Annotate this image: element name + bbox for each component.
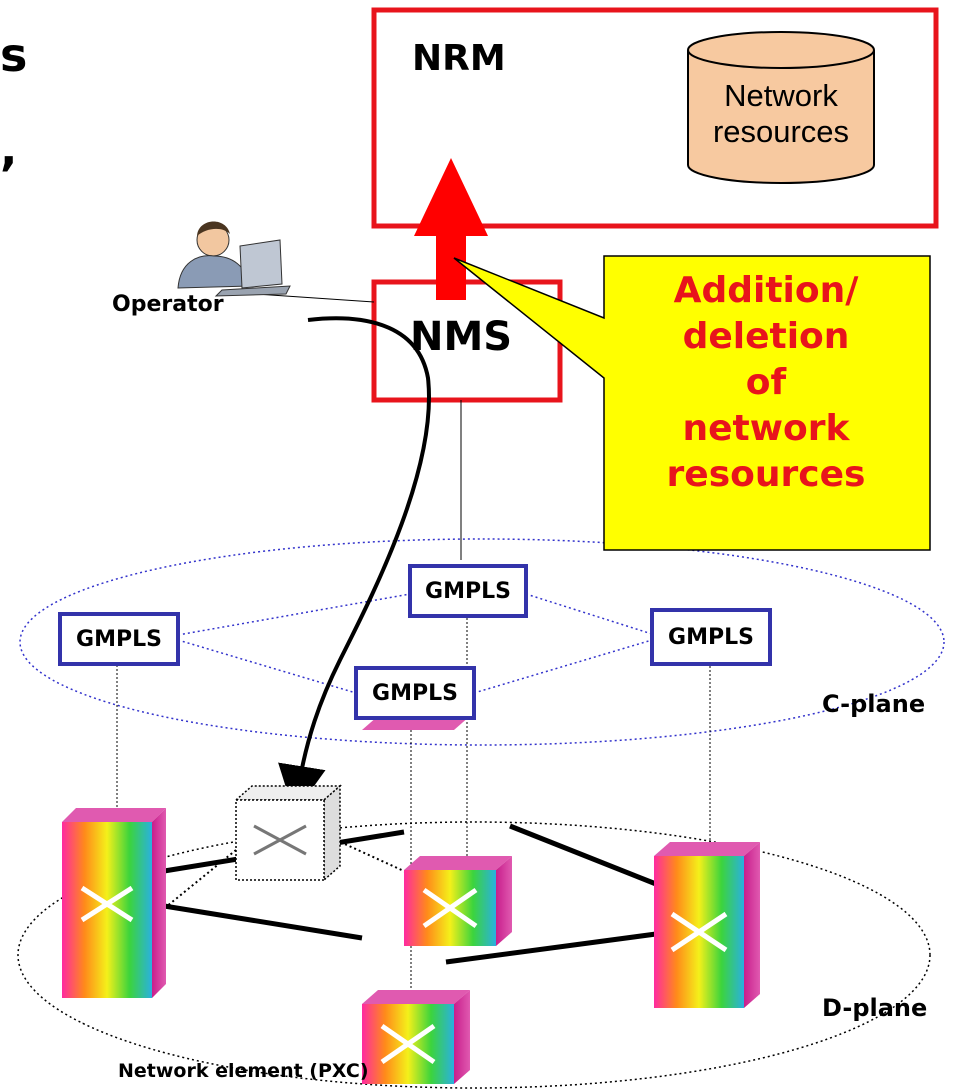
pxc-switch-right	[654, 842, 760, 1008]
gmpls-node-top: GMPLS	[408, 564, 528, 618]
c-plane-ellipse	[19, 538, 945, 746]
operator-provision-path	[278, 316, 431, 814]
nms-to-nrm-arrow	[414, 158, 488, 300]
nrm-label: NRM	[412, 38, 506, 79]
gmpls-mesh	[177, 593, 653, 694]
top-left-fragment-1: s	[0, 28, 28, 82]
pxc-switch-top	[404, 856, 512, 946]
network-resources-database	[687, 31, 875, 184]
c-plane-label: C-plane	[822, 690, 926, 718]
network-resources-line2: resources	[712, 114, 850, 149]
nms-label: NMS	[410, 314, 513, 360]
operator-link-line	[255, 293, 375, 303]
callout-line-4: network	[682, 408, 850, 449]
network-resources-label: Network resources	[686, 78, 876, 150]
callout-text: Addition/ deletion of network resources	[606, 268, 926, 498]
gmpls-node-right: GMPLS	[650, 608, 772, 666]
gmpls-node-left: GMPLS	[58, 612, 180, 666]
d-plane-ellipse	[17, 821, 931, 1089]
callout-line-5: resources	[666, 454, 866, 495]
virtual-links	[149, 839, 407, 921]
callout-line-2: deletion	[682, 316, 850, 357]
d-plane-label: D-plane	[822, 994, 928, 1022]
virtual-pxc-icon	[234, 784, 342, 882]
network-resources-line1: Network	[724, 78, 838, 113]
gmpls-node-middle: GMPLS	[354, 666, 476, 720]
pxc-switch-left	[62, 808, 166, 998]
callout-line-3: of	[745, 362, 787, 403]
operator-label: Operator	[112, 292, 224, 317]
network-element-label: Network element (PXC)	[118, 1060, 369, 1082]
callout-bubble	[453, 255, 931, 551]
d-plane-links	[157, 823, 657, 965]
top-left-fragment-2: ,	[0, 122, 18, 176]
callout-line-1: Addition/	[673, 270, 859, 311]
operator-icon	[177, 221, 291, 297]
